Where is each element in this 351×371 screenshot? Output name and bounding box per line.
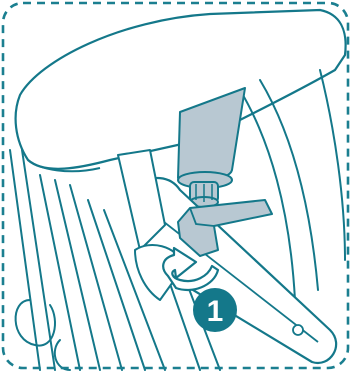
step-badge-number: 1 — [207, 295, 224, 328]
step-badge: 1 — [193, 288, 237, 332]
